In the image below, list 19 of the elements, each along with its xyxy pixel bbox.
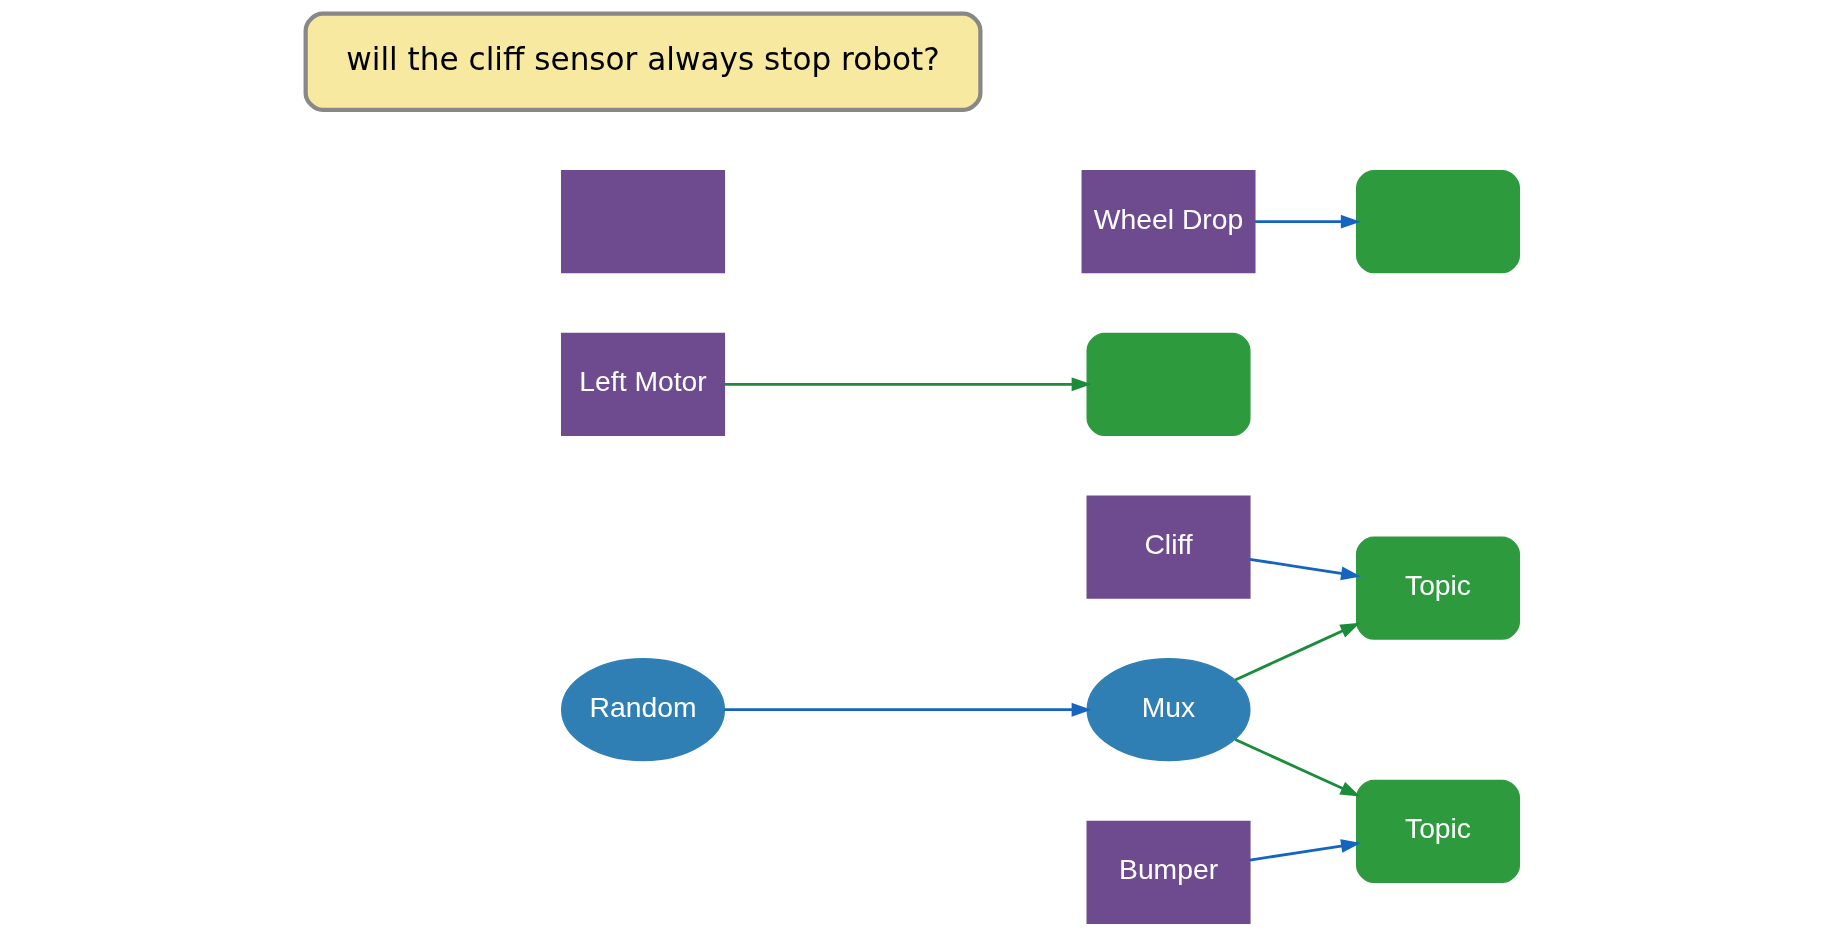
arrow bbox=[723, 702, 1091, 717]
node-box bbox=[1086, 332, 1251, 436]
node-box: Bumper bbox=[1086, 820, 1251, 924]
node-box: Wheel Drop bbox=[1081, 170, 1256, 274]
arrow bbox=[1234, 622, 1360, 682]
node-box bbox=[1355, 170, 1520, 274]
node-box bbox=[560, 170, 725, 274]
node-box: Cliff bbox=[1086, 495, 1251, 599]
arrow bbox=[1249, 839, 1361, 862]
node-box: Left Motor bbox=[560, 332, 725, 436]
node-box: will the cliff sensor always stop robot? bbox=[303, 11, 982, 113]
node-ellipse: Random bbox=[560, 658, 725, 762]
arrow bbox=[1249, 557, 1361, 581]
node-ellipse: Mux bbox=[1086, 658, 1251, 762]
node-box: Topic bbox=[1355, 779, 1520, 883]
arrow bbox=[723, 377, 1091, 392]
node-box: Topic bbox=[1355, 536, 1520, 640]
arrow bbox=[1234, 738, 1360, 797]
arrow bbox=[1254, 214, 1361, 229]
